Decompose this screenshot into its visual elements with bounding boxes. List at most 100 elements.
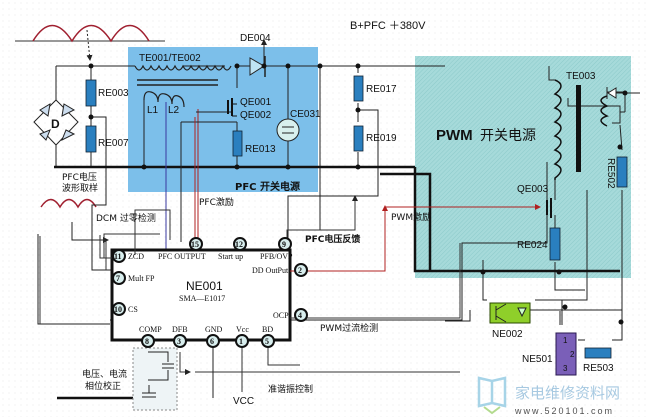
sample-arrow <box>86 29 93 61</box>
phase-correction-label-2: 相位校正 <box>85 380 121 392</box>
label-l1: L1 <box>147 105 159 116</box>
svg-text:1: 1 <box>239 337 243 346</box>
sample-waveform <box>40 198 97 209</box>
pfc-drive-label: PFC激励 <box>199 196 234 208</box>
pin-label-ddout: DD OutPut <box>252 266 289 275</box>
transformer-te003-secondary <box>600 95 609 127</box>
label-re013: RE013 <box>245 144 276 155</box>
pin-5: 5 <box>261 334 275 348</box>
vcc-label: VCC <box>233 396 254 407</box>
pwm-region-label-en: PWM <box>436 127 473 144</box>
svg-text:11: 11 <box>114 252 122 261</box>
pin-6: 6 <box>206 334 220 348</box>
label-re019: RE019 <box>366 133 397 144</box>
inductor-l1-l2 <box>143 91 185 108</box>
label-te001: TE001/TE002 <box>139 53 201 64</box>
label-re503: RE503 <box>583 363 614 374</box>
pin-8: 8 <box>141 334 155 348</box>
svg-text:12: 12 <box>235 240 243 249</box>
transformer-core <box>576 85 581 172</box>
pwm-region <box>415 56 631 278</box>
pin-label-pfcout: PFC OUTPUT <box>158 252 206 261</box>
resistor-re503 <box>584 347 612 359</box>
phase-correction-label-1: 电压、电流 <box>82 368 127 380</box>
label-ce031: CE031 <box>290 109 321 120</box>
pin-label-gnd: GND <box>205 325 223 334</box>
resistor-re502 <box>616 156 628 188</box>
pfc-sample-label-1: PFC电压 <box>62 171 97 183</box>
comp-network-box <box>132 347 178 411</box>
dcm-detect-arrow <box>103 233 160 259</box>
inductor-te001 <box>134 64 232 71</box>
pin-label-vcc: Vcc <box>236 325 249 334</box>
label-qe002: QE002 <box>240 110 272 121</box>
label-l2: L2 <box>168 105 180 116</box>
resistor-re007 <box>85 125 97 153</box>
mosfet-qe003 <box>546 198 552 218</box>
supply-rail-label: B+PFC ＋380V <box>350 20 426 32</box>
label-te003: TE003 <box>566 71 596 82</box>
resistor-re024 <box>549 227 561 261</box>
watermark-text: 家电维修资料网 <box>515 384 620 402</box>
capacitor-ce031 <box>276 118 300 142</box>
resistor-re017 <box>353 75 364 102</box>
bridge-rectifier <box>33 99 79 146</box>
pin-3: 3 <box>173 334 187 348</box>
label-re017: RE017 <box>366 84 397 95</box>
label-re502: RE502 <box>605 158 616 189</box>
resistor-re013 <box>232 130 243 157</box>
svg-text:3: 3 <box>177 337 181 346</box>
pin-label-multfp: Mult FP <box>128 274 155 283</box>
svg-text:2: 2 <box>298 266 302 275</box>
pin-11: 11 <box>112 249 126 263</box>
pwm-ocp-label: PWM过流检测 <box>320 322 378 334</box>
svg-text:5: 5 <box>265 337 269 346</box>
svg-text:10: 10 <box>114 305 122 314</box>
pin-label-pfb: PFB/OVP <box>260 252 293 261</box>
watermark: 家电维修资料网 www.520101.com <box>477 376 620 416</box>
pin-1: 1 <box>235 334 249 348</box>
ne501-pin-1: 1 <box>563 336 568 345</box>
shunt-regulator-ne501 <box>555 332 577 376</box>
dcm-detect-label: DCM 过零检测 <box>96 212 156 224</box>
pin-label-dfb: DFB <box>172 325 188 334</box>
label-re024: RE024 <box>517 240 548 251</box>
label-de004: DE004 <box>240 33 271 44</box>
ic-name: NE001 <box>186 279 223 293</box>
label-qe003: QE003 <box>517 184 549 195</box>
pin-15: 15 <box>189 237 203 251</box>
ne501-pin-3: 3 <box>563 364 568 373</box>
ne501-pin-2: 2 <box>570 350 575 359</box>
junctions <box>88 63 628 325</box>
resistor-re003 <box>85 79 97 107</box>
svg-text:9: 9 <box>282 240 286 249</box>
pwm-region-label-cn: 开关电源 <box>480 128 536 144</box>
mosfet-qe001 <box>227 98 237 117</box>
pin-label-bd: BD <box>262 325 273 334</box>
pin-label-zcd: ZCD <box>128 252 144 261</box>
pwm-drive-label: PWM激励 <box>391 211 431 223</box>
bridge-label: D <box>51 117 60 131</box>
pfc-sample-label-2: 波形取样 <box>62 182 98 194</box>
pin-10: 10 <box>112 302 126 316</box>
pin-12: 12 <box>233 237 247 251</box>
ic-pins: 11 7 10 15 12 9 2 4 8 3 6 1 5 <box>112 237 308 348</box>
label-ne501: NE501 <box>522 354 553 365</box>
qr-control-label: 准谐振控制 <box>268 383 313 395</box>
resistor-re019 <box>353 125 364 152</box>
pin-label-start: Start up <box>218 252 243 261</box>
watermark-url: www.520101.com <box>514 406 614 416</box>
pin-4: 4 <box>294 308 308 322</box>
pin-2: 2 <box>294 263 308 277</box>
svg-text:8: 8 <box>145 337 149 346</box>
rectified-waveform <box>15 24 165 43</box>
pin-label-comp: COMP <box>139 325 162 334</box>
signal-lines <box>39 117 541 398</box>
ic-part: SMA—E1017 <box>179 294 225 303</box>
comp-capacitor <box>142 351 174 398</box>
label-re007: RE007 <box>98 138 129 149</box>
svg-text:15: 15 <box>191 240 199 249</box>
label-re003: RE003 <box>98 88 129 99</box>
